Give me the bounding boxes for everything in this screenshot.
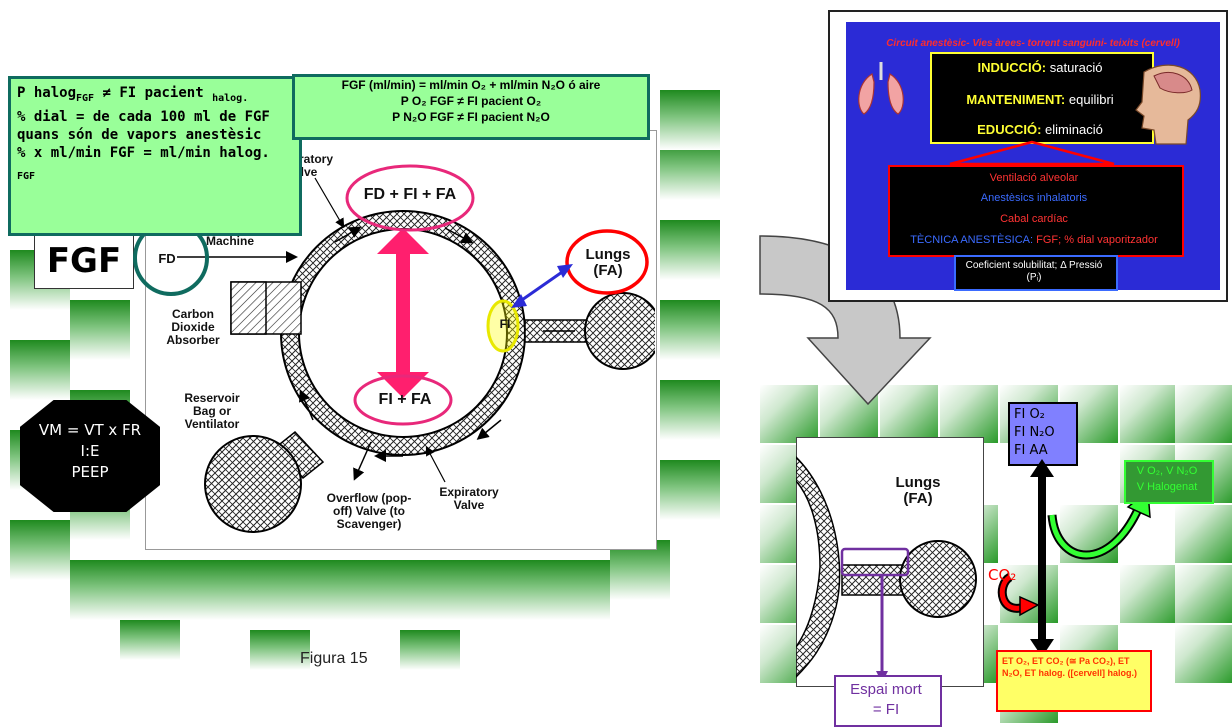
factor-cardiac-output: Cabal cardíac	[1000, 213, 1068, 225]
panel-graphics	[858, 62, 1201, 166]
head-icon	[1135, 64, 1201, 145]
ventilation-line1: VM = VT x FR	[38, 421, 142, 439]
dead-space-box	[834, 675, 942, 727]
uptake-line2: V Halogenat	[1136, 481, 1198, 493]
phases-box	[930, 52, 1154, 144]
lungs-label: Lungs	[585, 246, 631, 263]
fgf-formula-line3: P N₂O FGF ≠ FI pacient N₂O	[392, 110, 550, 124]
ventilation-line3: PEEP	[71, 463, 109, 481]
end-tidal-box	[996, 650, 1152, 712]
factor-ventilation: Ventilació alveolar	[989, 172, 1079, 184]
uptake-line1: V O₂, V N₂O	[1136, 465, 1198, 477]
bottom-ellipse-label: FI + FA	[378, 391, 432, 408]
halogen-note-line2: % dial = de cada 100 ml de FGF quans són…	[17, 108, 270, 143]
top-ellipse-label: FD + FI + FA	[363, 186, 457, 203]
halogen-note-line1: P halogFGF ≠ FI pacient halog.	[17, 85, 249, 104]
expiratory-valve-label: Expiratory Valve	[439, 485, 499, 512]
coefficient-box	[954, 255, 1118, 291]
ventilation-text: VM = VT x FR I:E PEEP	[20, 420, 160, 483]
detail-drawing	[796, 455, 977, 683]
gas-fi-n2o: FI N₂O	[1014, 425, 1055, 440]
exchange-arrows	[997, 459, 1151, 657]
dead-space-line2: = FI	[872, 701, 900, 718]
coefficient-text: Coeficient solubilitat; Δ Pressió (Pᵢ)	[965, 260, 1103, 283]
educcio-row: EDUCCIÓ: eliminació	[977, 122, 1103, 137]
gas-concentration-text: FI O₂ FI N₂O FI AA	[1014, 406, 1074, 460]
fgf-formula-line2: P O₂ FGF ≠ FI pacient O₂	[400, 94, 542, 108]
manteniment-row: MANTENIMENT: equilibri	[966, 92, 1114, 107]
lungs-fa-label: (FA)	[593, 262, 623, 279]
overflow-valve-label: Overflow (pop-off) Valve (to Scavenger)	[326, 491, 412, 531]
figure-caption: Figura 15	[300, 650, 368, 667]
gas-concentration-box	[1008, 402, 1078, 466]
fi-small-label: FI	[499, 317, 511, 331]
factors-box	[888, 165, 1184, 257]
fd-label: FD	[158, 251, 176, 266]
co2-label: CO₂	[988, 566, 1017, 584]
lungs-icon	[858, 62, 904, 115]
fgf-formula-box: FGF (ml/min) = ml/min O₂ + ml/min N₂O ó …	[292, 74, 650, 140]
tecnica-row: TÈCNICA ANESTÈSICA: FGF; % dial vaporitz…	[910, 234, 1158, 246]
co2-absorber-label: Carbon Dioxide Absorber	[166, 307, 220, 347]
reservoir-label: Reservoir Bag or Ventilator	[184, 391, 240, 431]
ventilation-line2: I:E	[80, 442, 100, 460]
fgf-label: FGF	[34, 233, 134, 289]
halogen-note-box: P halogFGF ≠ FI pacient halog. % dial = …	[8, 76, 302, 236]
circle-system-drawing	[177, 164, 655, 533]
panel-header: Circuit anestèsic- Vies àrees- torrent s…	[886, 38, 1180, 49]
fgf-formula-line1: FGF (ml/min) = ml/min O₂ + ml/min N₂O ó …	[341, 78, 601, 92]
detail-lungs-label: Lungs	[895, 474, 941, 491]
dead-space-line1: Espai mort	[850, 681, 922, 698]
halogen-note-line3: % x ml/min FGF = ml/min halog. FGF	[17, 144, 270, 182]
gas-fi-aa: FI AA	[1014, 443, 1048, 458]
ventilation-octagon	[20, 400, 160, 512]
gas-fi-o2: FI O₂	[1014, 407, 1045, 422]
induccio-row: INDUCCIÓ: saturació	[977, 60, 1103, 75]
factor-anesthetics: Anestèsics inhalatoris	[980, 192, 1088, 204]
uptake-box	[1124, 460, 1214, 504]
end-tidal-text: ET O₂, ET CO₂ (≅ Pa CO₂), ET N₂O, ET hal…	[1002, 656, 1138, 678]
detail-lungs-fa-label: (FA)	[903, 490, 933, 507]
